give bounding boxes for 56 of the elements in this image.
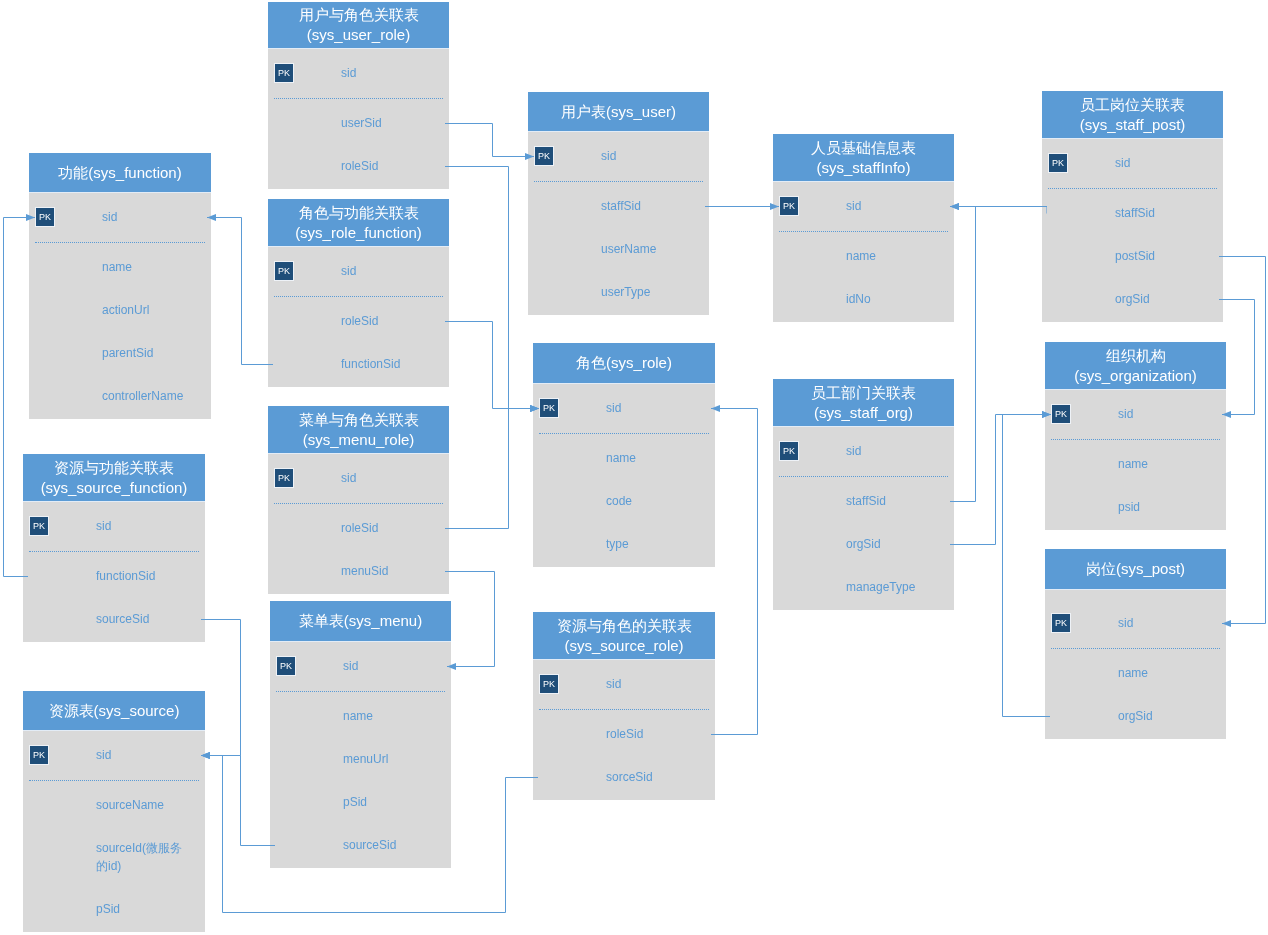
table-header: 员工岗位关联表(sys_staff_post): [1042, 91, 1223, 139]
table-header: 人员基础信息表(sys_staffInfo): [773, 134, 954, 182]
entity-table: [1045, 549, 1226, 739]
entity-table: [1042, 91, 1223, 322]
table-header: 角色与功能关联表(sys_role_function): [268, 199, 449, 247]
key-badge: PK: [274, 261, 294, 281]
arrow: [1218, 256, 1266, 627]
arrow: [206, 214, 274, 365]
entity-table: [773, 379, 954, 610]
key-badge: PK: [29, 745, 49, 765]
arrow: [444, 571, 495, 670]
key-badge: PK: [539, 674, 559, 694]
entity-table: [533, 612, 715, 800]
key-badge: PK: [274, 468, 294, 488]
entity-table: [23, 454, 205, 642]
entity-table: [268, 2, 449, 189]
key-badge: PK: [35, 207, 55, 227]
table-header: 菜单与角色关联表(sys_menu_role): [268, 406, 449, 454]
table-header: 用户与角色关联表(sys_user_role): [268, 2, 449, 49]
table-header: 菜单表(sys_menu): [270, 601, 451, 642]
table-header: 用户表(sys_user): [528, 92, 709, 132]
table-header: 组织机构(sys_organization): [1045, 342, 1226, 390]
entity-table: [270, 601, 451, 868]
table-header: 资源表(sys_source): [23, 691, 205, 731]
arrow: [1002, 411, 1052, 717]
entity-table: [528, 92, 709, 315]
arrow: [200, 752, 539, 913]
entity-table: [1045, 342, 1226, 530]
table-header: 资源与角色的关联表(sys_source_role): [533, 612, 715, 660]
table-header: 资源与功能关联表(sys_source_function): [23, 454, 205, 502]
table-header: 功能(sys_function): [29, 153, 211, 193]
arrow: [710, 405, 758, 735]
arrow: [704, 203, 780, 210]
table-header: 角色(sys_role): [533, 343, 715, 384]
key-badge: PK: [534, 146, 554, 166]
key-badge: PK: [1051, 404, 1071, 424]
table-header: 岗位(sys_post): [1045, 549, 1226, 590]
key-badge: PK: [1051, 613, 1071, 633]
key-badge: PK: [29, 516, 49, 536]
arrow: [3, 214, 36, 577]
entity-table: [533, 343, 715, 567]
arrow: [444, 405, 540, 529]
entity-table: [23, 691, 205, 932]
table-header: 员工部门关联表(sys_staff_org): [773, 379, 954, 427]
key-badge: PK: [274, 63, 294, 83]
key-badge: PK: [276, 656, 296, 676]
key-badge: PK: [539, 398, 559, 418]
key-badge: PK: [1048, 153, 1068, 173]
arrow: [1218, 299, 1255, 418]
key-badge: PK: [779, 196, 799, 216]
key-badge: PK: [779, 441, 799, 461]
entity-table: [773, 134, 954, 322]
entity-table: [268, 199, 449, 387]
entity-table: [268, 406, 449, 594]
arrow: [444, 123, 535, 160]
entity-table: [29, 153, 211, 419]
